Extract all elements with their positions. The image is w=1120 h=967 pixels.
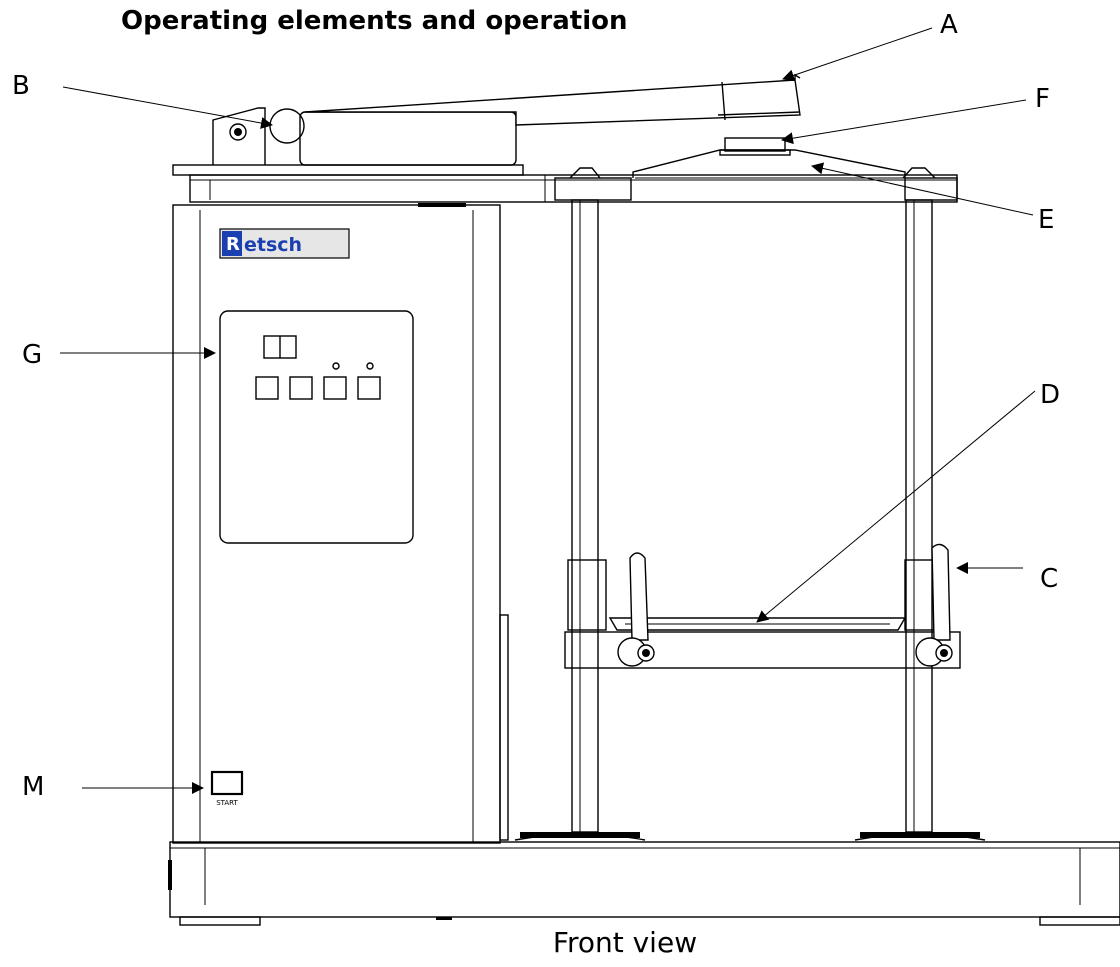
panel-key-2[interactable] — [289, 376, 313, 400]
leader-f — [781, 99, 1027, 145]
leader-e — [811, 162, 1034, 216]
lock-knob[interactable] — [269, 108, 305, 144]
top-plate — [189, 167, 958, 203]
column-feet — [514, 832, 986, 841]
callout-label-b: B — [12, 71, 30, 101]
callout-label-a: A — [940, 10, 958, 40]
callout-label-d: D — [1040, 380, 1061, 410]
clamp-lever-left[interactable] — [617, 552, 655, 667]
svg-text:etsch: etsch — [244, 234, 302, 256]
panel-key-1[interactable] — [255, 376, 279, 400]
housing — [172, 203, 509, 844]
callout-label-e: E — [1038, 205, 1055, 235]
leader-d — [756, 390, 1036, 623]
lever-assembly[interactable] — [172, 73, 801, 176]
callout-label-g: G — [22, 340, 43, 370]
leader-b — [62, 86, 273, 129]
sieve-crossbar — [564, 559, 961, 669]
callout-label-f: F — [1035, 84, 1050, 114]
columns — [571, 199, 933, 833]
start-label: START — [216, 799, 238, 807]
start-button[interactable]: START — [210, 770, 244, 807]
callout-arrows — [60, 27, 1036, 794]
control-panel — [219, 310, 414, 544]
callout-label-c: C — [1040, 564, 1059, 594]
panel-key-3[interactable] — [323, 376, 347, 400]
base-plate — [168, 841, 1120, 926]
figure-caption: Front view — [552, 926, 698, 959]
lid — [632, 149, 906, 179]
lid-knob[interactable] — [719, 137, 791, 156]
leader-a — [782, 27, 933, 82]
diagram-title: Operating elements and operation — [121, 6, 628, 36]
svg-text:R: R — [226, 234, 240, 255]
callout-label-m: M — [22, 772, 45, 802]
retsch-logo: R etsch — [219, 228, 350, 259]
clamp-lever-right[interactable] — [915, 543, 953, 667]
panel-key-4[interactable] — [357, 376, 381, 400]
